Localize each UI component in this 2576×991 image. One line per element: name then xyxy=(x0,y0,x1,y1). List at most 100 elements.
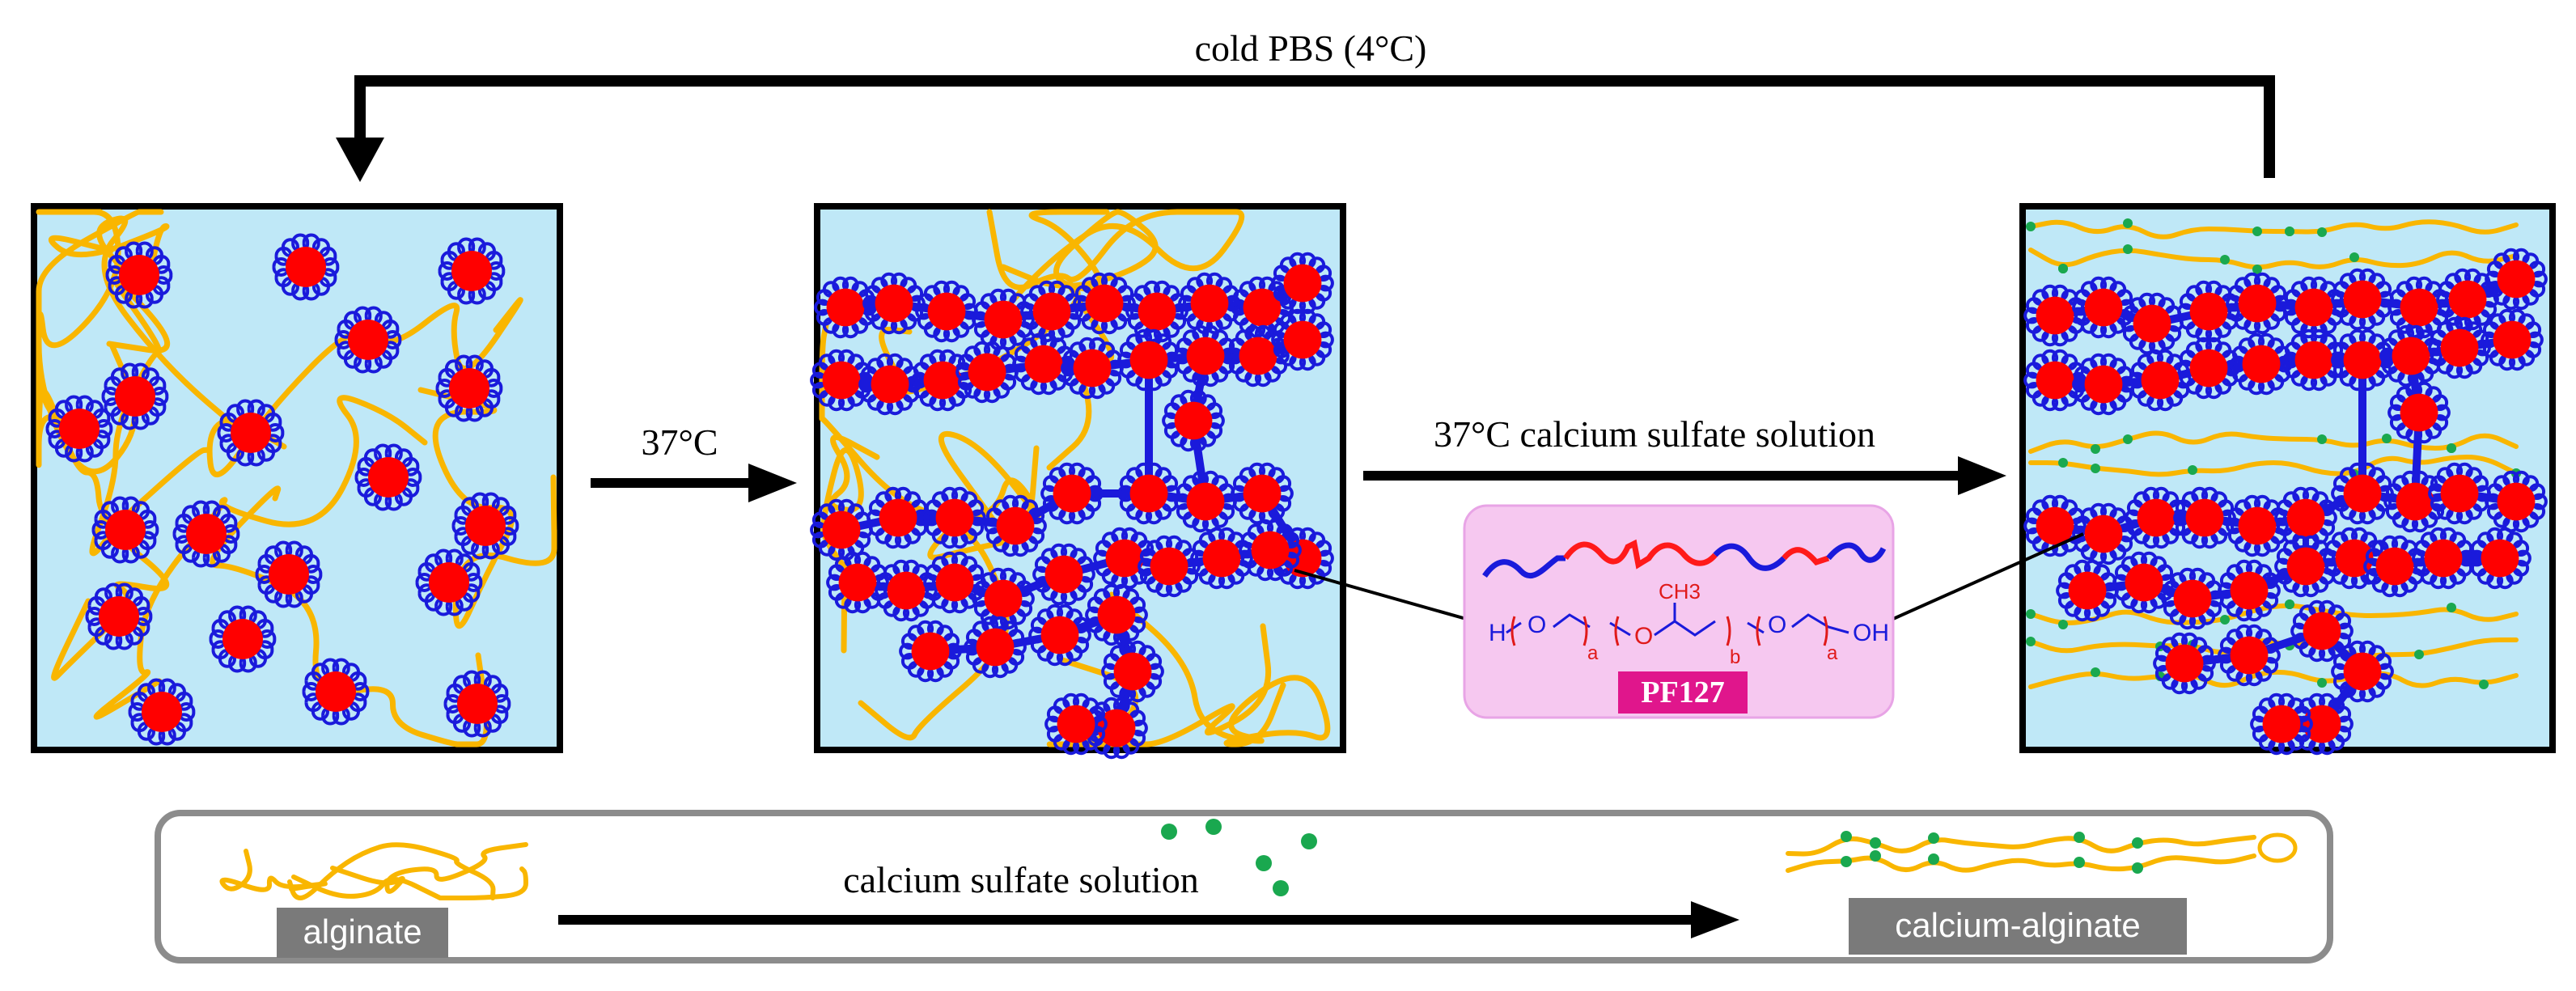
callout-line-left xyxy=(1294,569,1467,620)
micelle xyxy=(1239,519,1302,582)
micelle xyxy=(1085,583,1148,646)
calcium-ion xyxy=(1841,831,1852,842)
calcium-ion xyxy=(2285,599,2294,609)
micelle xyxy=(2072,502,2135,565)
alginate-label: alginate xyxy=(303,913,422,951)
alginate-strand xyxy=(1000,209,1159,292)
micelle xyxy=(451,492,519,560)
calcium-ion xyxy=(2447,443,2456,453)
calcium-ion xyxy=(1841,856,1852,867)
alginate-strand xyxy=(417,387,557,629)
calcium-alginate-label: calcium-alginate xyxy=(1895,906,2140,944)
calcium-ion xyxy=(2026,222,2036,231)
calcium-ion xyxy=(1256,855,1272,871)
calcium-ion xyxy=(2382,434,2392,443)
arrow-37c-calcium-head xyxy=(1958,456,2006,495)
micelle xyxy=(91,496,159,564)
pf127-sub-b: b xyxy=(1730,646,1740,668)
micelle xyxy=(1271,252,1334,315)
micelle xyxy=(2153,632,2216,695)
calcium-ion xyxy=(2091,444,2100,454)
micelle xyxy=(1190,527,1253,590)
micelle xyxy=(2226,272,2289,335)
pf127-chain-blue-left xyxy=(1482,555,1566,579)
micelle xyxy=(172,500,240,568)
calcium-ion xyxy=(2479,680,2489,689)
pf127-ch3: CH3 xyxy=(1659,579,1701,603)
micelle xyxy=(2173,486,2236,549)
calcium-ion xyxy=(2188,465,2197,475)
micelle xyxy=(2436,268,2499,331)
legend-arrow-head xyxy=(1691,901,1739,938)
calcium-ion xyxy=(2123,218,2133,228)
callout-line-right xyxy=(1892,532,2084,620)
micelle xyxy=(438,237,506,305)
micelle xyxy=(128,678,196,746)
alginate-strand xyxy=(219,849,328,892)
alginate-strand xyxy=(1108,591,1331,747)
calcium-ion xyxy=(2058,458,2068,468)
pf127-o3: O xyxy=(1768,612,1786,638)
calcium-ion xyxy=(2074,857,2085,868)
pf127-structure-box: H O a O CH3 b O a OH PF127 xyxy=(1463,504,1895,719)
alginate-strand xyxy=(36,388,170,681)
micelle xyxy=(2250,692,2313,756)
micelle xyxy=(2481,308,2544,371)
micelle xyxy=(1028,603,1091,667)
calcium-ion xyxy=(2026,637,2036,646)
calcium-ion xyxy=(2220,615,2230,625)
calcium-ion xyxy=(2058,264,2068,273)
calcium-ion xyxy=(2220,255,2230,265)
pf127-chain-red-middle xyxy=(1563,539,1718,570)
calcium-ion xyxy=(2091,667,2100,677)
pf127-o2: O xyxy=(1634,623,1653,650)
calcium-ion xyxy=(2317,227,2327,237)
micelle xyxy=(443,670,511,738)
pf127-chain-blue-mid xyxy=(1713,543,1786,571)
micelle xyxy=(826,551,889,614)
micelle xyxy=(899,620,962,683)
micelle xyxy=(45,395,113,463)
micelles-panel3 xyxy=(2023,248,2548,756)
micelle xyxy=(1101,640,1164,703)
alginate-strand xyxy=(36,209,138,475)
alginate-strand xyxy=(291,866,528,900)
alginate-strand xyxy=(927,430,1042,561)
calcium-ion xyxy=(1928,832,1939,844)
calcium-ion xyxy=(2317,434,2327,444)
pf127-name-box xyxy=(1618,671,1748,714)
calcium-ion xyxy=(2349,252,2359,262)
pf127-name: PF127 xyxy=(1641,675,1724,709)
calcium-ion xyxy=(2123,244,2133,254)
arrow-37c-head xyxy=(748,464,797,502)
micelle xyxy=(1174,324,1237,388)
micelles-panel1 xyxy=(45,233,519,746)
micelle xyxy=(2428,316,2491,379)
calcium-ion xyxy=(1205,819,1222,835)
calcium-ion xyxy=(2447,603,2456,612)
calcium-ion xyxy=(2317,678,2327,688)
calcium-ion xyxy=(2074,832,2085,843)
calcium-alginate-legend-strand xyxy=(1786,831,2298,874)
micelle xyxy=(435,354,503,422)
pf127-bonds xyxy=(1506,603,1849,637)
micelle xyxy=(85,582,153,650)
calcium-ion xyxy=(1928,853,1939,865)
micelle xyxy=(2485,470,2548,533)
micelle xyxy=(1231,462,1294,525)
pf127-chain-blue-right xyxy=(1826,542,1887,563)
micelle xyxy=(2331,640,2394,703)
cold-pbs-arrow xyxy=(336,75,2275,182)
alginate-strand xyxy=(1786,853,2256,873)
micelle xyxy=(354,443,422,511)
calcium-ion xyxy=(2091,464,2100,473)
calcium-ion xyxy=(2123,434,2133,444)
micelles-panel2 xyxy=(810,252,1334,760)
micelle xyxy=(1174,470,1237,533)
micelle xyxy=(217,399,285,467)
pf127-oh: OH xyxy=(1853,620,1889,646)
legend-arrow-label: calcium sulfate solution xyxy=(843,859,1198,900)
calcium-ion xyxy=(1161,824,1177,840)
alginate-strand xyxy=(1786,835,2256,857)
